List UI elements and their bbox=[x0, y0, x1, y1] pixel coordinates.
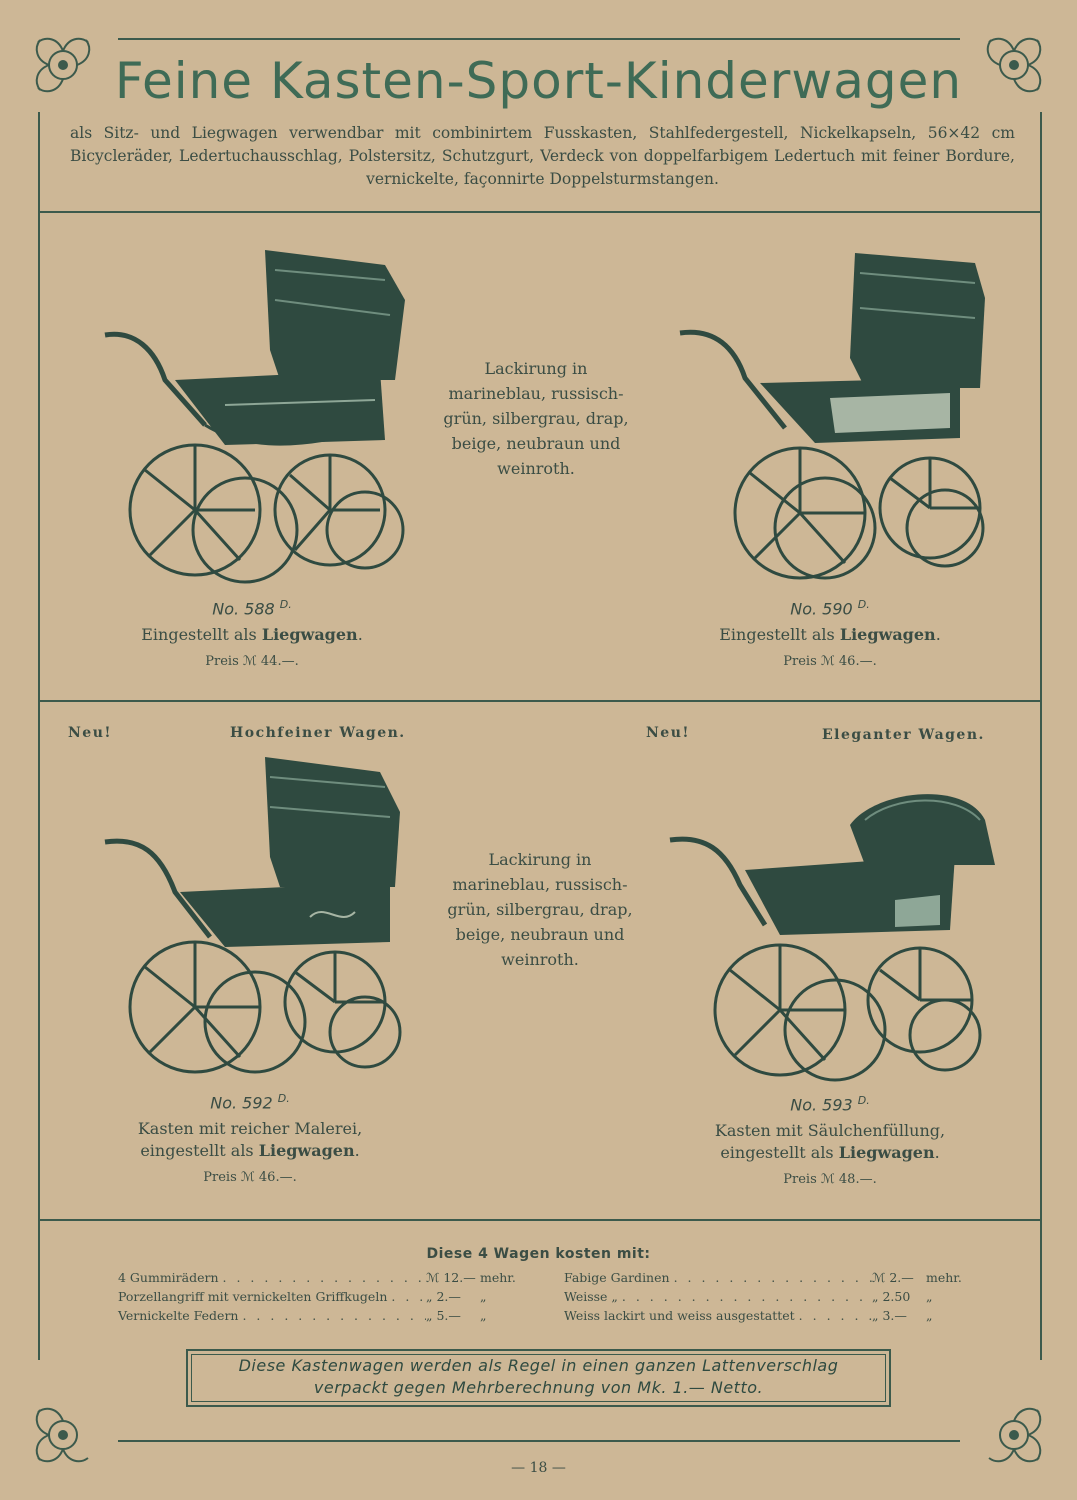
extras-label: 4 Gummirädern bbox=[118, 1270, 219, 1285]
lackierung-line: Lackirung in bbox=[484, 359, 588, 378]
page-title: Feine Kasten-Sport-Kinderwagen bbox=[114, 52, 963, 110]
item-description: Eingestellt als Liegwagen. bbox=[719, 625, 941, 645]
pram-588-illustration bbox=[104, 250, 405, 584]
lackierung-line: Lackirung in bbox=[488, 850, 592, 869]
extras-suffix: „ bbox=[480, 1308, 487, 1323]
notice-box-inner bbox=[191, 1354, 886, 1402]
tag-eleganter-wagen: Eleganter Wagen. bbox=[822, 727, 985, 743]
corner-ornament-icon bbox=[986, 37, 1042, 93]
lackierung-line: beige, neubraun und bbox=[451, 434, 621, 453]
extras-label: Weiss lackirt und weiss ausgestattet bbox=[564, 1308, 795, 1323]
frame-right bbox=[1040, 112, 1042, 1360]
item-number: No. 592 D. bbox=[210, 1092, 290, 1113]
frame-top bbox=[118, 38, 960, 40]
intro-text: als Sitz- und Liegwagen verwendbar mit c… bbox=[70, 124, 1015, 188]
extras-value: „ 3.— bbox=[872, 1308, 907, 1323]
item-caption-592: No. 592 D. Kasten mit reicher Malerei, e… bbox=[50, 1092, 450, 1185]
extras-label: Vernickelte Federn bbox=[118, 1308, 239, 1323]
notice-line: verpackt gegen Mehrberechnung von Mk. 1.… bbox=[313, 1378, 764, 1397]
page-number: — 18 — bbox=[511, 1460, 566, 1476]
lackierung-line: grün, silbergrau, drap, bbox=[443, 409, 629, 428]
notice-text: Diese Kastenwagen werden als Regel in ei… bbox=[186, 1355, 891, 1399]
divider bbox=[38, 211, 1042, 213]
extras-label: Weisse „ bbox=[564, 1289, 618, 1304]
divider bbox=[38, 700, 1042, 702]
extras-value: ℳ 2.— bbox=[872, 1270, 914, 1285]
item-caption-588: No. 588 D. Eingestellt als Liegwagen. Pr… bbox=[52, 598, 452, 669]
item-description-line: eingestellt als Liegwagen. bbox=[720, 1143, 940, 1163]
extras-value: ℳ 12.— bbox=[426, 1270, 476, 1285]
extras-value: „ 2.— bbox=[426, 1289, 461, 1304]
lackierung-text-2: Lackirung in marineblau, russisch- grün,… bbox=[440, 847, 640, 972]
extras-label: Porzellangriff mit vernickelten Griffkug… bbox=[118, 1289, 388, 1304]
item-description-line: Kasten mit Säulchenfüllung, bbox=[714, 1121, 946, 1141]
extras-value: „ 5.— bbox=[426, 1308, 461, 1323]
lackierung-text-1: Lackirung in marineblau, russisch- grün,… bbox=[436, 356, 636, 481]
notice-box bbox=[186, 1349, 891, 1407]
extras-row: Weiss lackirt und weiss ausgestattet „ 3… bbox=[564, 1306, 974, 1325]
extras-suffix: „ bbox=[480, 1289, 487, 1304]
lackierung-line: grün, silbergrau, drap, bbox=[447, 900, 633, 919]
frame-bottom bbox=[118, 1440, 960, 1442]
item-price: Preis ℳ 44.—. bbox=[205, 654, 299, 670]
extras-list-left: 4 Gummirädern ℳ 12.— mehr. Porzellangrif… bbox=[118, 1268, 528, 1325]
extras-label: Fabige Gardinen bbox=[564, 1270, 670, 1285]
lackierung-line: marineblau, russisch- bbox=[452, 875, 628, 894]
extras-row: Fabige Gardinen ℳ 2.— mehr. bbox=[564, 1268, 974, 1287]
extras-row: Vernickelte Federn „ 5.— „ bbox=[118, 1306, 528, 1325]
lackierung-line: marineblau, russisch- bbox=[448, 384, 624, 403]
pram-592-illustration bbox=[104, 757, 402, 1074]
dot-leader bbox=[618, 1287, 872, 1306]
lackierung-line: weinroth. bbox=[501, 950, 579, 969]
corner-ornament-icon bbox=[35, 1407, 89, 1463]
notice-line: Diese Kastenwagen werden als Regel in ei… bbox=[238, 1356, 839, 1375]
extras-suffix: „ bbox=[926, 1289, 933, 1304]
corner-ornament-icon bbox=[35, 37, 91, 93]
item-caption-590: No. 590 D. Eingestellt als Liegwagen. Pr… bbox=[630, 598, 1030, 669]
extras-suffix: mehr. bbox=[926, 1270, 962, 1285]
corner-ornament-icon bbox=[988, 1407, 1042, 1463]
extras-list-right: Fabige Gardinen ℳ 2.— mehr. Weisse „ „ 2… bbox=[564, 1268, 974, 1325]
item-description: Eingestellt als Liegwagen. bbox=[141, 625, 363, 645]
dot-leader bbox=[670, 1268, 872, 1287]
extras-heading: Diese 4 Wagen kosten mit: bbox=[426, 1246, 651, 1262]
tag-neu: Neu! bbox=[68, 725, 113, 741]
tag-neu: Neu! bbox=[646, 725, 691, 741]
dot-leader bbox=[387, 1287, 426, 1306]
tag-hochfeiner-wagen: Hochfeiner Wagen. bbox=[230, 725, 406, 741]
pram-593-illustration bbox=[669, 794, 995, 1082]
pram-590-illustration bbox=[679, 253, 985, 580]
extras-value: „ 2.50 bbox=[872, 1289, 911, 1304]
lackierung-line: weinroth. bbox=[497, 459, 575, 478]
item-description-line: Kasten mit reicher Malerei, bbox=[137, 1119, 363, 1139]
item-number: No. 590 D. bbox=[790, 598, 870, 619]
extras-row: Porzellangriff mit vernickelten Griffkug… bbox=[118, 1287, 528, 1306]
dot-leader bbox=[795, 1306, 872, 1325]
extras-row: Weisse „ „ 2.50 „ bbox=[564, 1287, 974, 1306]
frame-left bbox=[38, 112, 40, 1360]
item-description-line: eingestellt als Liegwagen. bbox=[140, 1141, 360, 1161]
divider bbox=[38, 1219, 1042, 1221]
item-number: No. 593 D. bbox=[790, 1094, 870, 1115]
extras-suffix: „ bbox=[926, 1308, 933, 1323]
item-number: No. 588 D. bbox=[212, 598, 292, 619]
item-price: Preis ℳ 46.—. bbox=[203, 1170, 297, 1186]
dot-leader bbox=[219, 1268, 426, 1287]
dot-leader bbox=[238, 1306, 426, 1325]
lackierung-line: beige, neubraun und bbox=[455, 925, 625, 944]
extras-row: 4 Gummirädern ℳ 12.— mehr. bbox=[118, 1268, 528, 1287]
item-price: Preis ℳ 46.—. bbox=[783, 654, 877, 670]
item-caption-593: No. 593 D. Kasten mit Säulchenfüllung, e… bbox=[630, 1094, 1030, 1187]
extras-suffix: mehr. bbox=[480, 1270, 516, 1285]
item-price: Preis ℳ 48.—. bbox=[783, 1172, 877, 1188]
